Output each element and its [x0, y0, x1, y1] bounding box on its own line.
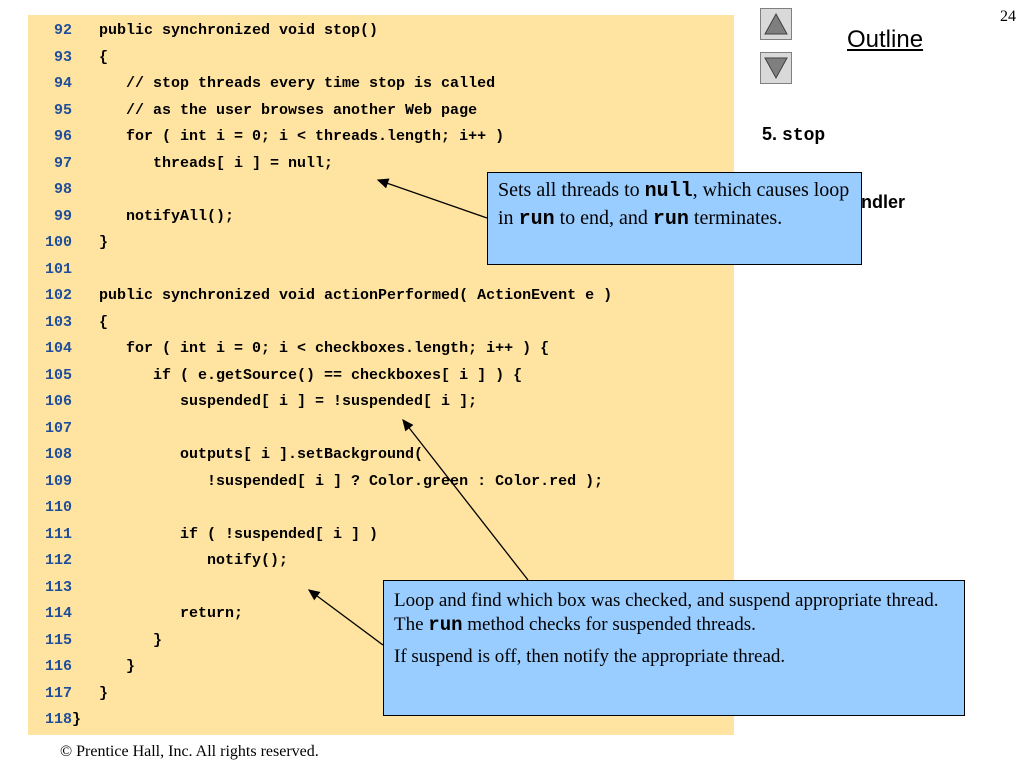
code-line: 92 public synchronized void stop() [28, 18, 378, 44]
code-text: !suspended[ i ] ? Color.green : Color.re… [72, 472, 604, 490]
code-line: 104 for ( int i = 0; i < checkboxes.leng… [28, 336, 549, 362]
code-text: if ( e.getSource() == checkboxes[ i ] ) … [72, 366, 523, 384]
page-number: 24 [1000, 8, 1016, 25]
code-line: 102 public synchronized void actionPerfo… [28, 283, 612, 309]
line-number: 116 [44, 658, 72, 675]
line-number: 101 [44, 260, 72, 278]
code-line: 95 // as the user browses another Web pa… [28, 98, 477, 124]
line-number: 100 [44, 234, 72, 251]
code-line: 105 if ( e.getSource() == checkboxes[ i … [28, 363, 522, 389]
code-text: { [72, 48, 109, 66]
code-text: notifyAll(); [72, 207, 235, 225]
code-text: } [72, 234, 109, 251]
code-line: 93 { [28, 45, 108, 71]
code-line: 97 threads[ i ] = null; [28, 151, 333, 177]
next-slide-button[interactable] [760, 52, 792, 84]
code-text: if ( !suspended[ i ] ) [72, 525, 379, 543]
line-number: 96 [53, 128, 72, 145]
code-line: 94 // stop threads every time stop is ca… [28, 71, 495, 97]
line-number: 112 [44, 552, 72, 569]
callout-null-threads: Sets all threads to null, which causes l… [487, 172, 862, 265]
code-text: notify(); [72, 552, 289, 569]
code-line: 112 notify(); [28, 548, 288, 574]
code-line: 108 outputs[ i ].setBackground( [28, 442, 423, 468]
code-text: return; [72, 605, 244, 622]
line-number: 113 [44, 578, 72, 596]
line-number: 97 [53, 154, 72, 172]
line-number: 98 [53, 181, 72, 198]
callout-paragraph: If suspend is off, then notify the appro… [394, 646, 786, 667]
code-text: // as the user browses another Web page [72, 101, 478, 119]
code-text: for ( int i = 0; i < checkboxes.length; … [72, 340, 550, 357]
line-number: 108 [44, 446, 72, 463]
line-number: 109 [44, 472, 72, 490]
code-line: 113 [28, 575, 72, 601]
code-line: 103 { [28, 310, 108, 336]
code-line: 115 } [28, 628, 162, 654]
outline-item-prefix: 5. [762, 124, 783, 144]
code-line: 110 [28, 495, 72, 521]
line-number: 115 [44, 631, 72, 649]
code-text: for ( int i = 0; i < threads.length; i++… [72, 128, 505, 145]
code-line: 107 [28, 416, 72, 442]
outline-link[interactable]: Outline [847, 26, 924, 53]
outline-item-stop[interactable]: 5. stop [762, 124, 825, 146]
code-text: } [72, 631, 163, 649]
code-text: // stop threads every time stop is calle… [72, 75, 496, 92]
code-line: 101 [28, 257, 72, 283]
line-number: 99 [53, 207, 72, 225]
code-line: 109 !suspended[ i ] ? Color.green : Colo… [28, 469, 603, 495]
code-text: suspended[ i ] = !suspended[ i ]; [72, 393, 478, 410]
line-number: 110 [44, 499, 72, 516]
code-line: 111 if ( !suspended[ i ] ) [28, 522, 378, 548]
line-number: 102 [44, 287, 72, 304]
code-line: 98 [28, 177, 72, 203]
code-text: outputs[ i ].setBackground( [72, 446, 424, 463]
callout-paragraph: Loop and find which box was checked, and… [394, 590, 939, 636]
line-number: 117 [44, 684, 72, 702]
line-number: 105 [44, 366, 72, 384]
code-line: 117 } [28, 681, 108, 707]
line-number: 114 [44, 605, 72, 622]
triangle-up-icon [764, 12, 788, 35]
triangle-down-icon [764, 57, 788, 80]
code-text: public synchronized void actionPerformed… [72, 287, 613, 304]
line-number: 93 [53, 48, 72, 66]
line-number: 92 [53, 22, 72, 39]
code-line: 106 suspended[ i ] = !suspended[ i ]; [28, 389, 477, 415]
code-line: 116 } [28, 654, 135, 680]
line-number: 107 [44, 419, 72, 437]
code-text: } [72, 658, 136, 675]
line-number: 94 [53, 75, 72, 92]
code-line: 100 } [28, 230, 108, 256]
line-number: 103 [44, 313, 72, 331]
outline-item-code: stop [782, 126, 826, 146]
code-text: public synchronized void stop() [72, 22, 379, 39]
callout-suspend-loop: Loop and find which box was checked, and… [383, 580, 965, 716]
line-number: 106 [44, 393, 72, 410]
previous-slide-button[interactable] [760, 8, 792, 40]
copyright-footer: © Prentice Hall, Inc. All rights reserve… [60, 743, 319, 760]
code-line: 118} [28, 707, 81, 733]
line-number: 104 [44, 340, 72, 357]
line-number: 95 [53, 101, 72, 119]
line-number: 118 [44, 711, 72, 728]
code-text: threads[ i ] = null; [72, 154, 334, 172]
code-text: { [72, 313, 109, 331]
code-text: } [72, 711, 82, 728]
code-text: } [72, 684, 109, 702]
code-line: 99 notifyAll(); [28, 204, 234, 230]
line-number: 111 [44, 525, 72, 543]
code-line: 96 for ( int i = 0; i < threads.length; … [28, 124, 504, 150]
code-line: 114 return; [28, 601, 243, 627]
